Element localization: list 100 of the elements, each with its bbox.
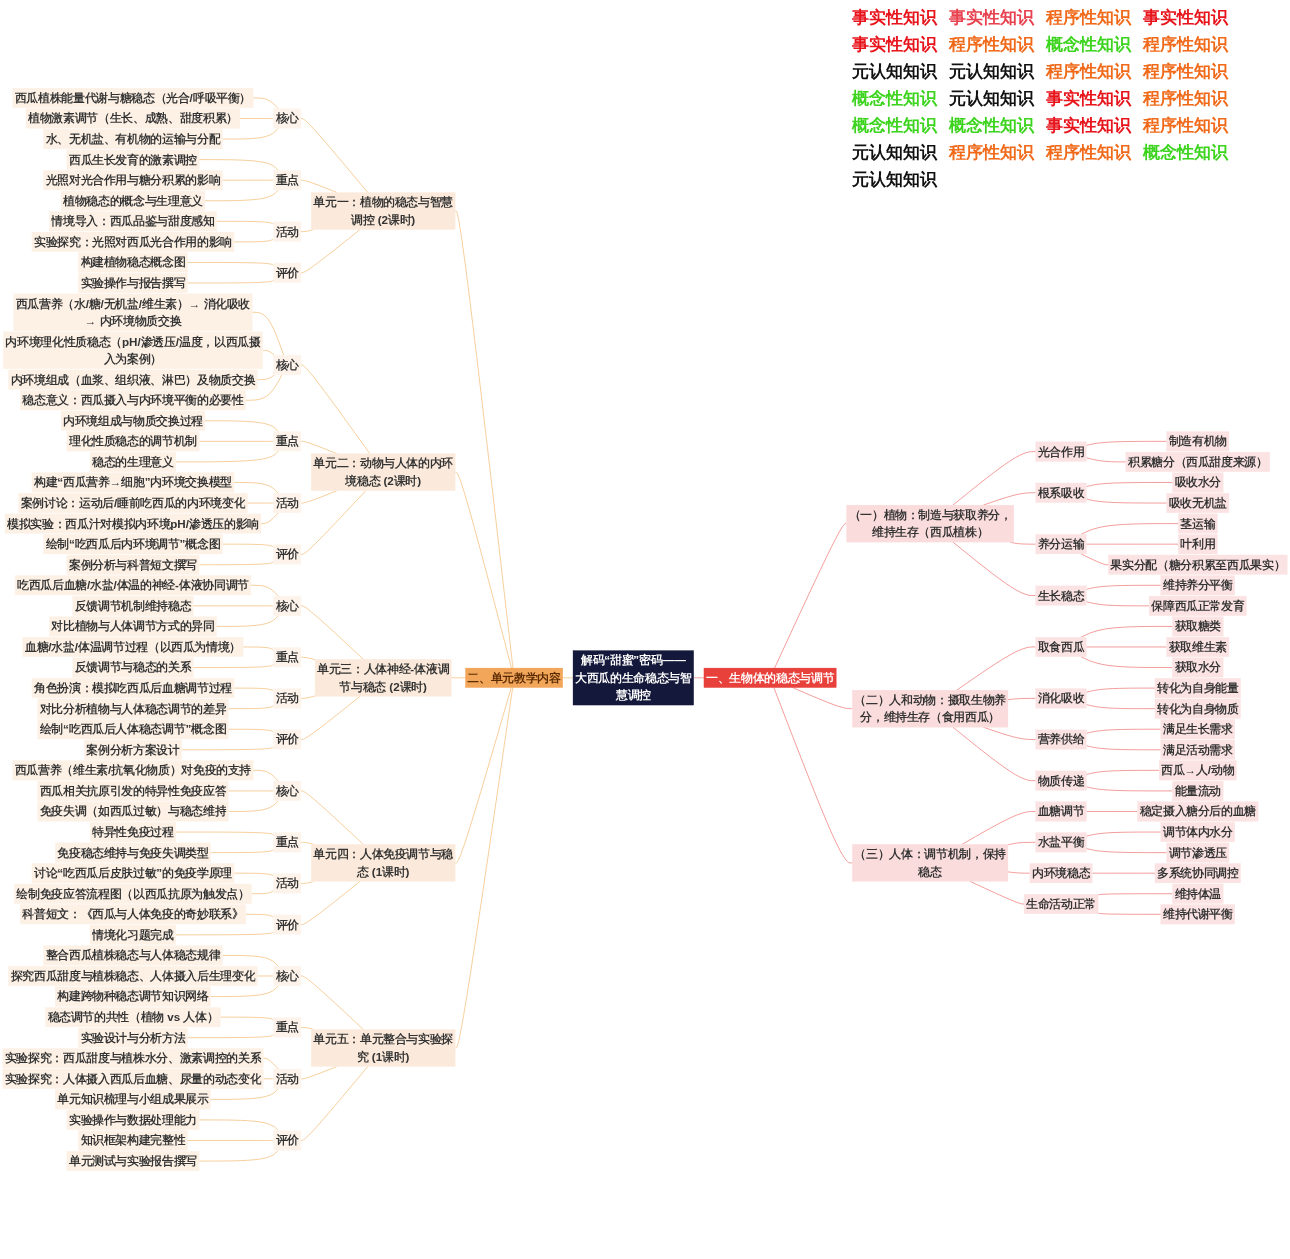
node-box: 维持体温 [1172,883,1224,904]
knowledge-type-label: 程序性知识 [1143,34,1228,56]
node-box: 构建跨物种稳态调节知识网络 [55,986,211,1007]
node-box: 评价 [273,729,302,750]
node-box: 理化性质稳态的调节机制 [66,431,200,452]
knowledge-type-label: 概念性知识 [949,115,1034,137]
node-box: 反馈调节机制维持稳态 [72,595,194,616]
node-box: 多系统协同调控 [1154,863,1241,884]
node-box: 水盐平衡 [1035,832,1087,853]
node-box: 物质传递 [1035,770,1087,791]
node-box: 满足生长需求 [1160,719,1235,740]
node-box: 评价 [273,1130,302,1151]
node-box: 构建“西瓜营养→细胞”内环境交换模型 [31,472,235,493]
node-box: 对比分析植物与人体稳态调节的差异 [37,698,229,719]
node-box: 单元五：单元整合与实验探究 (1课时) [311,1029,456,1067]
node-box: 取食西瓜 [1035,637,1087,657]
node-box: 稳态的生理意义 [89,451,176,472]
node-box: 血糖调节 [1035,801,1087,822]
knowledge-type-label: 程序性知识 [1046,61,1131,83]
connector [454,471,512,669]
node-box: 植物稳态的概念与生理意义 [60,190,206,211]
node-box: 反馈调节与稳态的关系 [72,657,194,678]
node-box: 对比植物与人体调节方式的异同 [49,616,217,637]
node-box: 评价 [273,914,302,935]
connector [454,210,514,669]
node-box: 果实分配（糖分积累至西瓜果实） [1108,554,1288,575]
node-box: 二、单元教学内容 [465,667,563,688]
node-box: 养分运输 [1035,534,1087,555]
node-box: 积累糖分（西瓜甜度来源） [1125,451,1270,472]
node-box: 构建植物稳态概念图 [78,252,188,273]
node-box: 获取水分 [1172,657,1224,678]
knowledge-type-label: 事实性知识 [852,34,937,56]
knowledge-type-label: 事实性知识 [949,7,1034,29]
knowledge-type-label: 概念性知识 [852,88,937,110]
node-box: 维持养分平衡 [1160,575,1235,596]
node-box: 单元知识梳理与小组成果展示 [55,1089,211,1110]
node-box: 重点 [273,431,302,452]
node-box: 植物激素调节（生长、成熟、甜度积累） [25,108,241,129]
node-box: 评价 [273,262,302,283]
node-box: 情境化习题完成 [89,924,176,945]
connector [451,677,466,679]
knowledge-type-label: 元认知知识 [852,61,937,83]
node-box: 核心 [273,781,302,801]
node-box: 内环境组成（血浆、组织液、淋巴）及物质交换 [8,369,258,390]
node-box: 血糖/水盐/体温调节过程（以西瓜为情境） [22,637,244,657]
knowledge-type-label: 程序性知识 [1143,115,1228,137]
node-box: 重点 [273,170,302,191]
node-box: 西瓜生长发育的激素调控 [66,149,200,170]
node-box: 免疫稳态维持与免疫失调类型 [55,842,211,863]
knowledge-type-label: 概念性知识 [1046,34,1131,56]
node-box: 光照对光合作用与糖分积累的影响 [43,170,223,191]
connector [454,687,512,864]
node-box: 吸收水分 [1172,472,1224,493]
node-box: 光合作用 [1035,441,1087,462]
node-box: 绘制“吃西瓜后内环境调节”概念图 [43,534,223,555]
node-box: 特异性免疫过程 [89,822,176,842]
node-box: 稳定摄入糖分后的血糖 [1137,801,1259,822]
knowledge-type-label: 元认知知识 [852,142,937,164]
node-box: 茎运输 [1178,513,1218,534]
node-box: 重点 [273,1017,302,1038]
node-box: 评价 [273,544,302,565]
node-box: 模拟实验：西瓜汁对模拟内环境pH/渗透压的影响 [4,513,262,534]
node-box: 绘制免疫应答流程图（以西瓜抗原为触发点） [14,883,252,904]
node-box: 单元三：人体神经-体液调节与稳态 (2课时) [314,659,452,697]
node-box: 内环境稳态 [1029,863,1093,884]
knowledge-type-label: 事实性知识 [1046,88,1131,110]
node-box: 核心 [273,966,302,986]
node-box: 实验探究：人体摄入西瓜后血糖、尿量的动态变化 [2,1068,264,1089]
connector [562,677,574,679]
node-box: 调节体内水分 [1160,822,1235,842]
node-box: 活动 [273,493,302,513]
node-box: 绘制“吃西瓜后人体稳态调节”概念图 [37,719,229,740]
knowledge-type-label: 事实性知识 [1046,115,1131,137]
node-box: 内环境理化性质稳态（pH/渗透压/温度，以西瓜摄入为案例） [3,331,263,370]
node-box: 叶利用 [1178,534,1218,555]
node-box: 案例讨论：运动后/睡前吃西瓜的内环境变化 [18,493,248,513]
node-box: 保障西瓜正常发育 [1148,595,1247,616]
node-box: 生长稳态 [1035,585,1087,606]
node-box: 一、生物体的稳态与调节 [703,667,837,688]
node-box: 活动 [273,1068,302,1089]
node-box: 满足活动需求 [1160,739,1235,760]
node-box: 探究西瓜甜度与植株稳态、人体摄入后生理变化 [8,966,258,986]
node-box: 活动 [273,873,302,894]
knowledge-type-label: 程序性知识 [1143,61,1228,83]
node-box: 重点 [273,647,302,668]
node-box: 西瓜相关抗原引发的特异性免疫应答 [37,781,229,801]
node-box: 核心 [273,355,302,375]
connector [454,687,513,1049]
knowledge-type-label: 事实性知识 [852,7,937,29]
node-box: 案例分析与科普短文撰写 [66,554,200,575]
connector [774,523,847,669]
node-box: 核心 [273,595,302,616]
node-box: （一）植物：制造与获取养分，维持生存（西瓜植株） [846,504,1014,543]
node-box: 单元一：植物的稳态与智慧调控 (2课时) [311,192,456,230]
knowledge-type-label: 程序性知识 [1046,7,1131,29]
node-box: 内环境组成与物质交换过程 [60,410,206,431]
node-box: 科普短文：《西瓜与人体免疫的奇妙联系》 [20,904,246,925]
node-box: 水、无机盐、有机物的运输与分配 [43,129,223,149]
node-box: 调节渗透压 [1166,842,1230,863]
node-box: 实验设计与分析方法 [78,1027,188,1048]
